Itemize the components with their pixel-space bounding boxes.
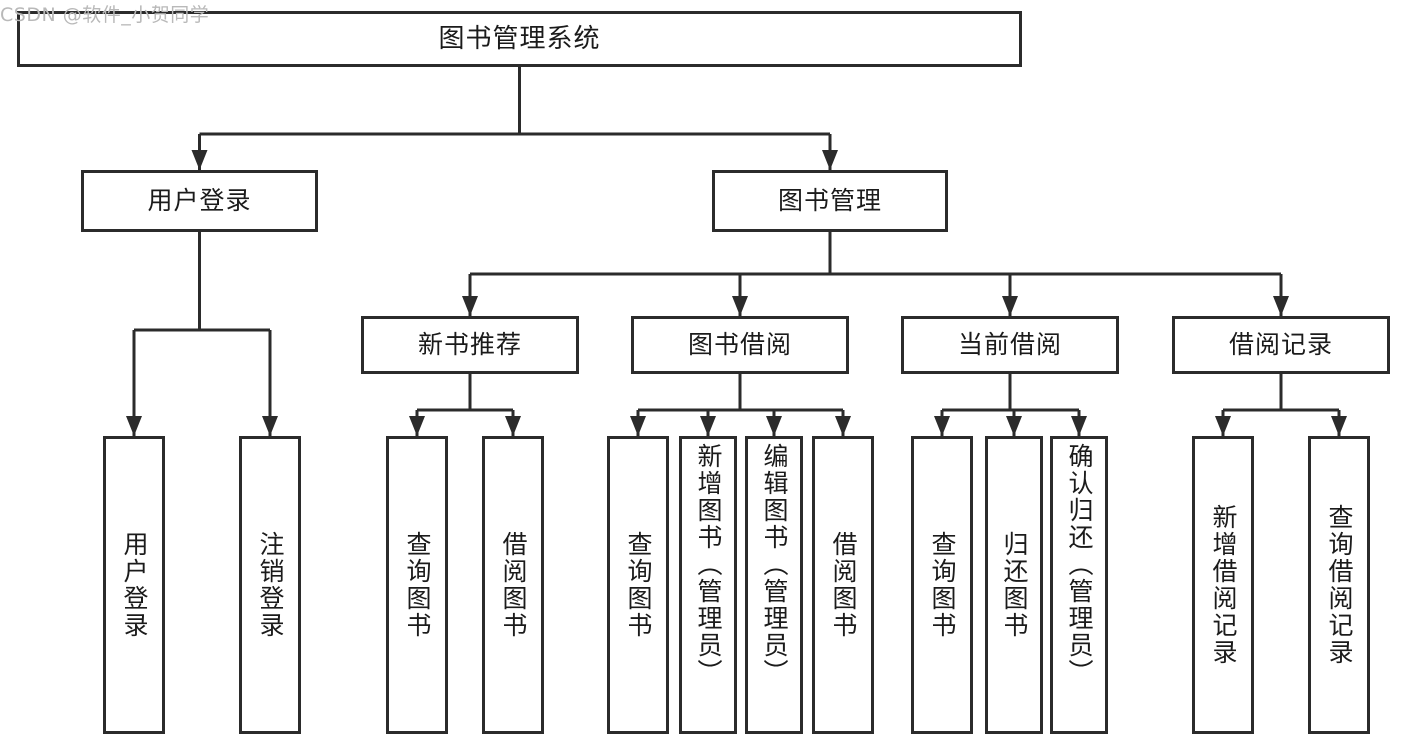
- node-root[interactable]: 图书管理系统: [17, 11, 1022, 67]
- arrowhead-icon-leaf-edit-book-admin: [766, 416, 782, 436]
- node-label: 查询借阅记录: [1325, 504, 1354, 666]
- arrowhead-icon-leaf-user-logout: [262, 416, 278, 436]
- arrowhead-icon-leaf-borrow-book-rec: [505, 416, 521, 436]
- node-label: 新书推荐: [417, 330, 522, 360]
- node-label: 查询图书: [403, 531, 432, 639]
- node-leaf-query-book-cur[interactable]: 查询图书: [911, 436, 973, 734]
- node-new-book-rec[interactable]: 新书推荐: [361, 316, 579, 374]
- arrowhead-icon-leaf-add-borrow-record: [1215, 416, 1231, 436]
- node-user-login[interactable]: 用户登录: [81, 170, 318, 232]
- arrowhead-icon-new-book-rec: [462, 296, 478, 316]
- node-label: 图书借阅: [687, 330, 792, 360]
- node-label: 图书管理系统: [438, 23, 601, 54]
- node-label: 注销登录: [256, 531, 285, 639]
- node-leaf-query-book-rec[interactable]: 查询图书: [386, 436, 448, 734]
- node-label: 图书管理: [777, 186, 882, 216]
- arrowhead-icon-leaf-query-book-rec: [409, 416, 425, 436]
- node-leaf-borrow-book-bor[interactable]: 借阅图书: [812, 436, 874, 734]
- arrowhead-icon-leaf-query-book-bor: [630, 416, 646, 436]
- node-label: 当前借阅: [957, 330, 1062, 360]
- arrowhead-icon-leaf-user-login: [126, 416, 142, 436]
- node-leaf-query-borrow-record[interactable]: 查询借阅记录: [1308, 436, 1370, 734]
- node-label: 新增借阅记录: [1209, 504, 1238, 666]
- node-leaf-query-book-bor[interactable]: 查询图书: [607, 436, 669, 734]
- arrowhead-icon-leaf-borrow-book-bor: [835, 416, 851, 436]
- node-label: 用户登录: [147, 186, 252, 216]
- arrowhead-icon-leaf-query-book-cur: [934, 416, 950, 436]
- arrowhead-icon-book-borrow: [732, 296, 748, 316]
- node-leaf-user-login[interactable]: 用户登录: [103, 436, 165, 734]
- node-leaf-add-book-admin[interactable]: 新增图书（管理员）: [679, 436, 737, 734]
- arrowhead-icon-leaf-confirm-return-admin: [1071, 416, 1087, 436]
- csdn-watermark: CSDN @软件_小贺同学: [0, 4, 210, 26]
- arrowhead-icon-leaf-query-borrow-record: [1331, 416, 1347, 436]
- node-book-borrow[interactable]: 图书借阅: [631, 316, 849, 374]
- node-leaf-return-book[interactable]: 归还图书: [985, 436, 1043, 734]
- node-label: 归还图书: [1000, 531, 1029, 639]
- node-leaf-confirm-return-admin[interactable]: 确认归还（管理员）: [1050, 436, 1108, 734]
- node-label: 新增图书（管理员）: [694, 443, 723, 686]
- node-current-borrow[interactable]: 当前借阅: [901, 316, 1119, 374]
- node-leaf-edit-book-admin[interactable]: 编辑图书（管理员）: [745, 436, 803, 734]
- arrowhead-icon-borrow-record: [1273, 296, 1289, 316]
- arrowhead-icon-leaf-return-book: [1006, 416, 1022, 436]
- node-leaf-add-borrow-record[interactable]: 新增借阅记录: [1192, 436, 1254, 734]
- arrowhead-icon-current-borrow: [1002, 296, 1018, 316]
- node-label: 用户登录: [120, 531, 149, 639]
- node-leaf-borrow-book-rec[interactable]: 借阅图书: [482, 436, 544, 734]
- node-label: 借阅图书: [829, 531, 858, 639]
- arrowhead-icon-leaf-add-book-admin: [700, 416, 716, 436]
- node-book-manage[interactable]: 图书管理: [712, 170, 948, 232]
- node-label: 查询图书: [928, 531, 957, 639]
- arrowhead-icon-user-login: [191, 150, 208, 170]
- node-leaf-user-logout[interactable]: 注销登录: [239, 436, 301, 734]
- node-label: 借阅图书: [499, 531, 528, 639]
- node-label: 借阅记录: [1228, 330, 1333, 360]
- arrowhead-icon-book-manage: [822, 150, 838, 170]
- node-label: 查询图书: [624, 531, 653, 639]
- node-label: 确认归还（管理员）: [1065, 443, 1094, 686]
- node-label: 编辑图书（管理员）: [760, 443, 789, 686]
- node-borrow-record[interactable]: 借阅记录: [1172, 316, 1390, 374]
